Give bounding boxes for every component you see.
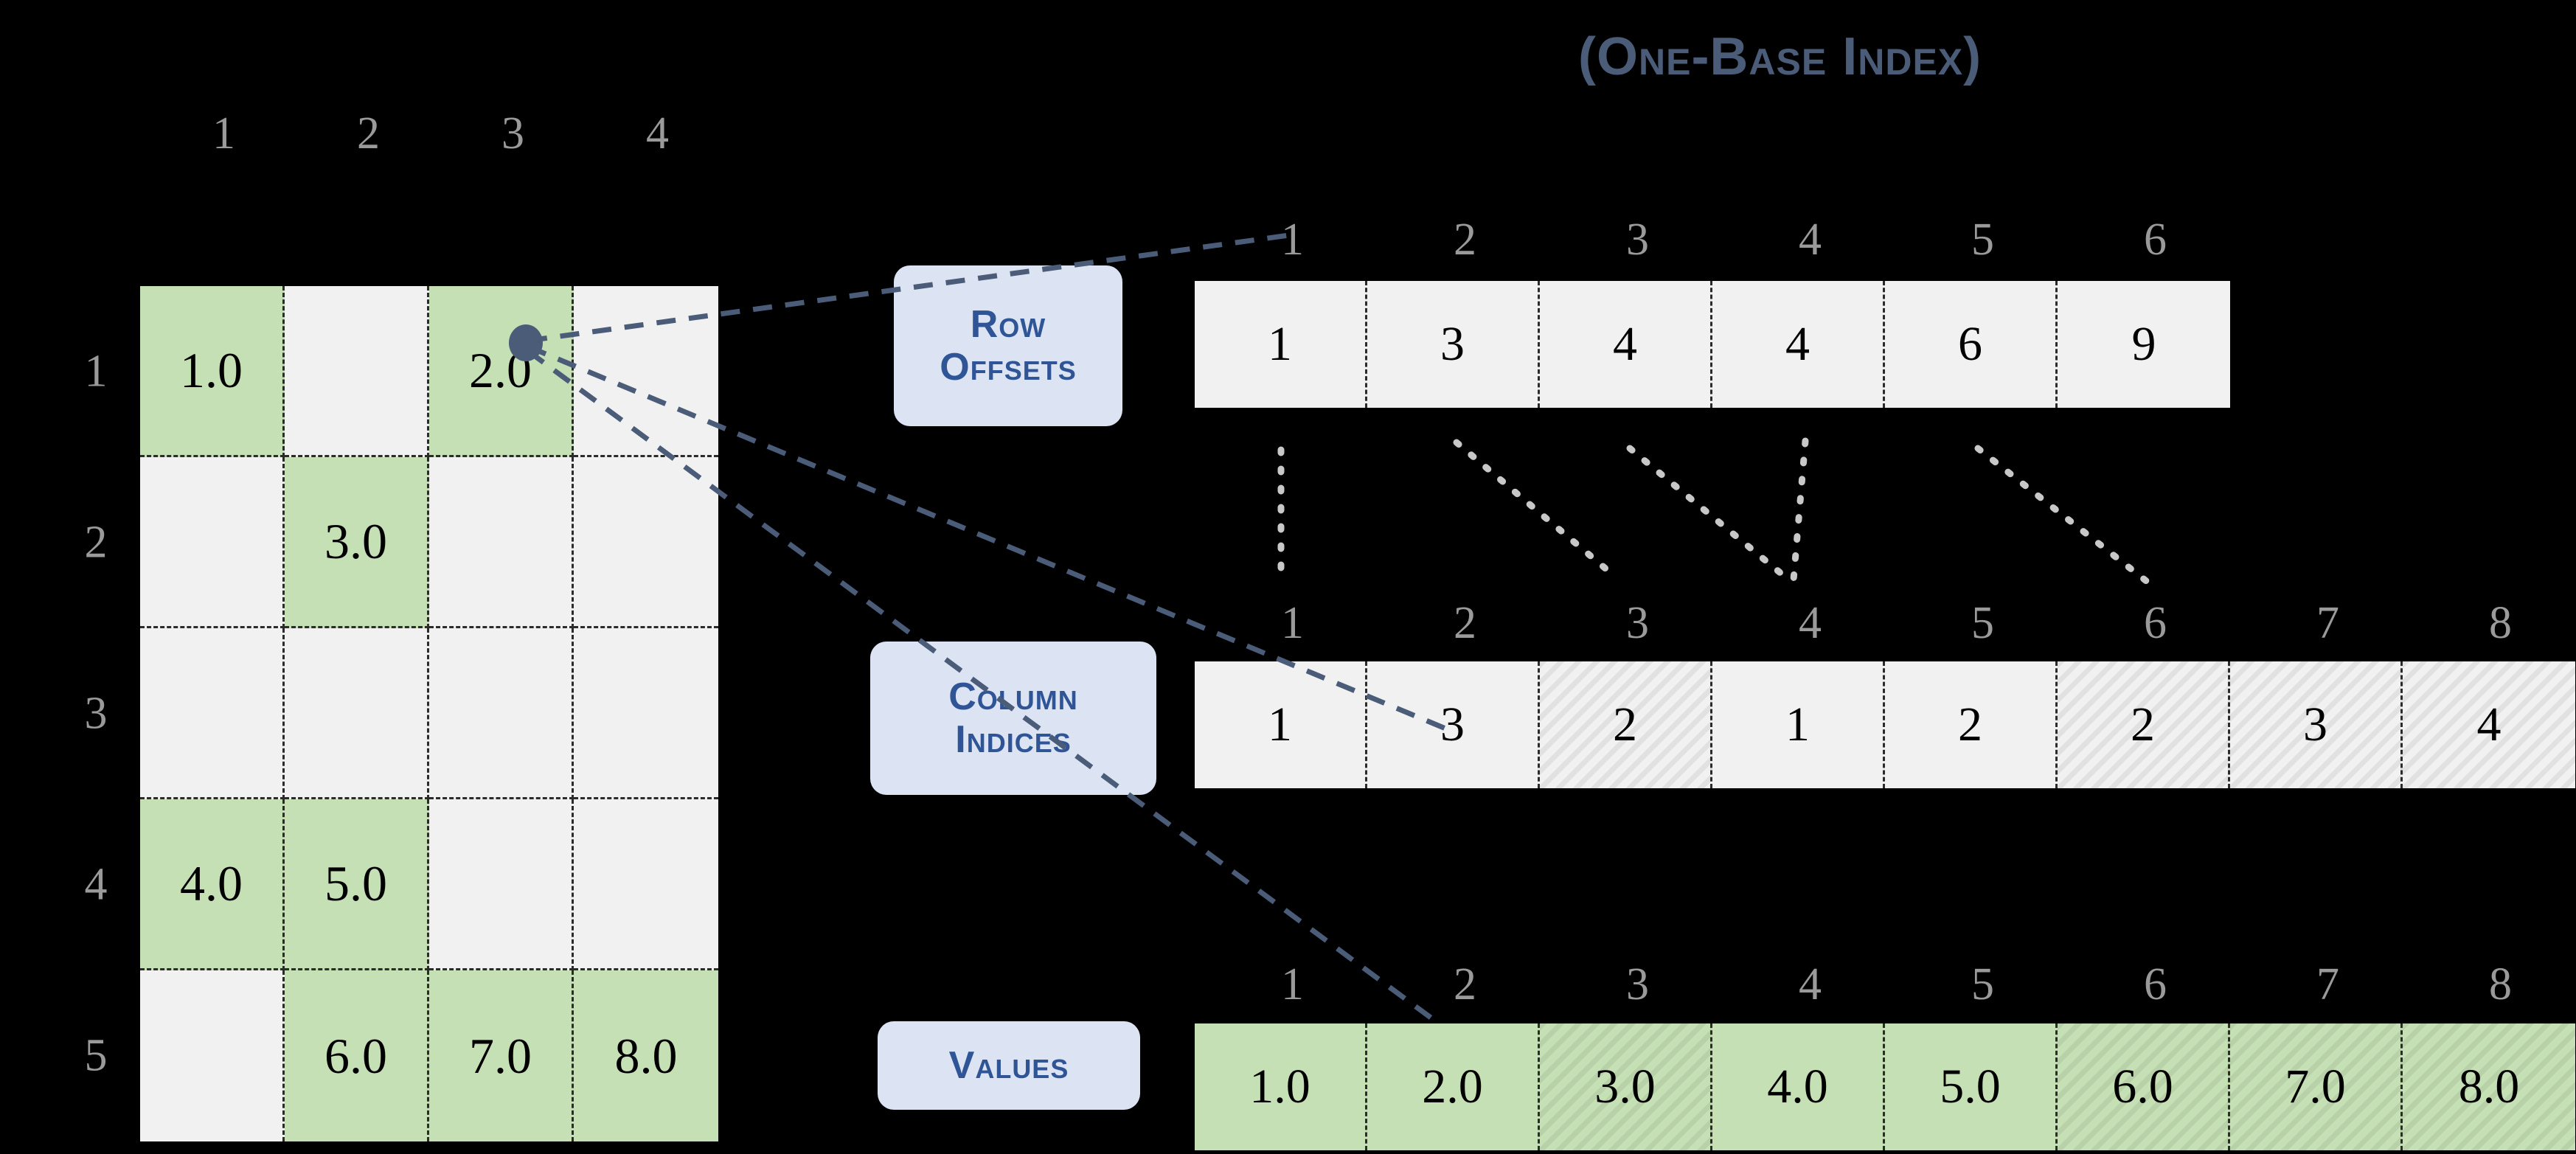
matrix-cell[interactable] bbox=[285, 628, 429, 799]
column-indices-cell[interactable]: 1 bbox=[1712, 661, 1885, 788]
row-offsets-cell[interactable]: 1 bbox=[1195, 281, 1367, 408]
matrix-row: 1.0 2.0 bbox=[140, 286, 718, 457]
values-cell[interactable]: 2.0 bbox=[1367, 1023, 1540, 1150]
matrix-cell[interactable] bbox=[574, 457, 718, 628]
row-offsets-label: Row Offsets bbox=[894, 265, 1122, 426]
matrix-cell[interactable] bbox=[574, 286, 718, 457]
matrix-row-header: 1 bbox=[84, 346, 108, 397]
matrix-cell[interactable] bbox=[429, 457, 574, 628]
row-offsets-cell[interactable]: 4 bbox=[1540, 281, 1712, 408]
matrix-cell[interactable] bbox=[285, 286, 429, 457]
column-indices-cell[interactable]: 2 bbox=[1885, 661, 2058, 788]
values-cell[interactable]: 7.0 bbox=[2230, 1023, 2403, 1150]
sparse-matrix-grid: 1.0 2.0 3.0 4.0 5.0 6.0 7.0 8.0 bbox=[140, 286, 718, 1141]
values-array: 1.0 2.0 3.0 4.0 5.0 6.0 7.0 8.0 bbox=[1195, 1023, 2575, 1150]
matrix-cell[interactable] bbox=[574, 799, 718, 970]
matrix-cell[interactable]: 6.0 bbox=[285, 970, 429, 1141]
row-offsets-cell[interactable]: 3 bbox=[1367, 281, 1540, 408]
row-offsets-cell[interactable]: 6 bbox=[1885, 281, 2058, 408]
matrix-cell[interactable]: 7.0 bbox=[429, 970, 574, 1141]
matrix-cell[interactable] bbox=[140, 628, 285, 799]
column-indices-cell[interactable]: 1 bbox=[1195, 661, 1367, 788]
row-offsets-cell[interactable]: 9 bbox=[2058, 281, 2230, 408]
matrix-cell[interactable]: 4.0 bbox=[140, 799, 285, 970]
column-indices-label-line1: Column bbox=[948, 675, 1078, 718]
matrix-row-header: 2 bbox=[84, 517, 108, 568]
offset-connector-2 bbox=[1453, 439, 1619, 580]
matrix-row-header: 5 bbox=[84, 1030, 108, 1081]
column-indices-label: Column Indices bbox=[870, 642, 1156, 795]
column-indices-cell[interactable]: 2 bbox=[1540, 661, 1712, 788]
matrix-cell[interactable] bbox=[429, 799, 574, 970]
row-offsets-cell[interactable]: 4 bbox=[1712, 281, 1885, 408]
offset-connector-4 bbox=[1790, 437, 1809, 583]
row-offsets-label-line2: Offsets bbox=[940, 346, 1077, 389]
values-cell[interactable]: 5.0 bbox=[1885, 1023, 2058, 1150]
offset-connector-5 bbox=[1974, 445, 2152, 586]
matrix-row: 4.0 5.0 bbox=[140, 799, 718, 970]
values-cell[interactable]: 4.0 bbox=[1712, 1023, 1885, 1150]
values-cell[interactable]: 1.0 bbox=[1195, 1023, 1367, 1150]
row-offsets-array: 1 3 4 4 6 9 bbox=[1195, 281, 2230, 408]
values-label-line1: Values bbox=[948, 1043, 1069, 1087]
offset-connector-3 bbox=[1626, 445, 1796, 586]
matrix-row-header: 3 bbox=[84, 688, 108, 739]
values-label: Values bbox=[878, 1021, 1140, 1110]
values-cell[interactable]: 8.0 bbox=[2403, 1023, 2575, 1150]
matrix-cell[interactable]: 5.0 bbox=[285, 799, 429, 970]
matrix-cell[interactable]: 8.0 bbox=[574, 970, 718, 1141]
matrix-row: 3.0 bbox=[140, 457, 718, 628]
column-indices-label-line2: Indices bbox=[955, 718, 1072, 761]
matrix-row-header: 4 bbox=[84, 859, 108, 910]
matrix-cell[interactable] bbox=[429, 628, 574, 799]
column-indices-array: 1 3 2 1 2 2 3 4 bbox=[1195, 661, 2575, 788]
values-cell[interactable]: 6.0 bbox=[2058, 1023, 2230, 1150]
column-indices-cell[interactable]: 3 bbox=[2230, 661, 2403, 788]
matrix-cell[interactable]: 1.0 bbox=[140, 286, 285, 457]
column-indices-cell[interactable]: 3 bbox=[1367, 661, 1540, 788]
column-indices-cell[interactable]: 2 bbox=[2058, 661, 2230, 788]
matrix-cell[interactable] bbox=[140, 457, 285, 628]
matrix-cell[interactable] bbox=[140, 970, 285, 1141]
page-title: (One-Base Index) bbox=[1578, 27, 1982, 86]
matrix-cell[interactable]: 3.0 bbox=[285, 457, 429, 628]
matrix-cell[interactable]: 2.0 bbox=[429, 286, 574, 457]
values-cell[interactable]: 3.0 bbox=[1540, 1023, 1712, 1150]
matrix-cell[interactable] bbox=[574, 628, 718, 799]
matrix-row bbox=[140, 628, 718, 799]
row-offsets-label-line1: Row bbox=[970, 302, 1046, 346]
matrix-row: 6.0 7.0 8.0 bbox=[140, 970, 718, 1141]
column-indices-cell[interactable]: 4 bbox=[2403, 661, 2575, 788]
